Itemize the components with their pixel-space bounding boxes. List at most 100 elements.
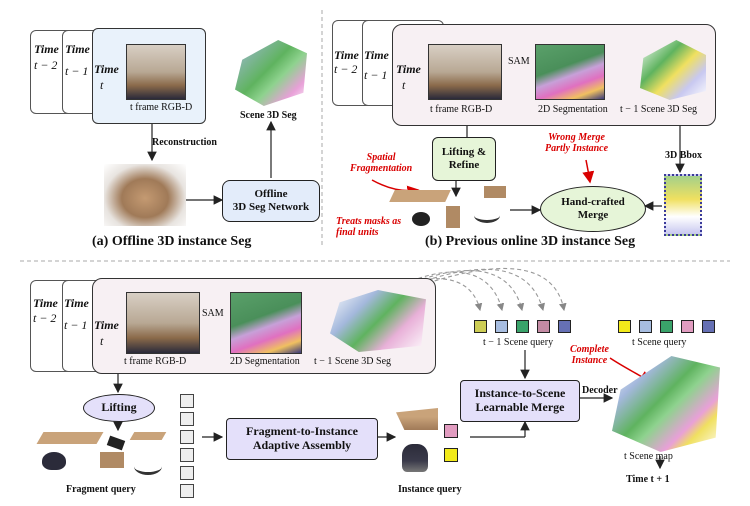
lifting-line1: Lifting & <box>441 146 487 159</box>
frame-label: t frame RGB-D <box>430 104 493 115</box>
complete-line2: Instance <box>571 355 608 366</box>
segmentation-2d <box>230 292 302 354</box>
scene-seg-label: t − 1 Scene 3D Seg <box>620 104 698 115</box>
decoder-label: Decoder <box>582 385 618 396</box>
rgbd-photo <box>126 44 186 100</box>
chair-base-fragment <box>134 458 162 475</box>
seg2d-label: 2D Segmentation <box>538 104 608 115</box>
seg2d-label: 2D Segmentation <box>230 356 300 367</box>
scene-query-token <box>639 320 652 333</box>
spatial-line1: Spatial <box>366 152 396 163</box>
frame-label: t frame RGB-D <box>130 102 193 113</box>
fragment-query-token <box>180 394 194 408</box>
desk-top-fragment <box>389 190 451 202</box>
scene-query-token <box>474 320 487 333</box>
time-label: Time <box>94 318 119 332</box>
scene-query-token <box>660 320 673 333</box>
scene-query-token <box>537 320 550 333</box>
scene-query-token <box>618 320 631 333</box>
treats-masks-note: Treats masks as final units <box>336 216 401 238</box>
wrong-merge-note: Wrong Merge Partly Instance <box>545 132 608 154</box>
t-label: t <box>402 78 406 92</box>
t-minus-2-label: t − 2 <box>334 62 358 76</box>
t-minus-1-label: t − 1 <box>364 68 388 82</box>
fragment-query-token <box>180 466 194 480</box>
merge-line2: Learnable Merge <box>475 400 565 414</box>
t-minus-1-label: t − 1 <box>65 64 89 78</box>
network-line2: 3D Seg Network <box>232 201 310 213</box>
scene-query-prev-label: t − 1 Scene query <box>483 337 554 348</box>
fragment-to-instance-box: Fragment-to-Instance Adaptive Assembly <box>226 418 378 460</box>
instance-query-label: Instance query <box>398 484 462 495</box>
scene-seg-label: t − 1 Scene 3D Seg <box>314 356 392 367</box>
drawer-fragment <box>484 186 506 198</box>
rgbd-photo <box>126 292 200 354</box>
time-next-label: Time t + 1 <box>626 474 670 485</box>
network-line1: Offline <box>254 188 288 201</box>
segmentation-2d <box>535 44 605 100</box>
lifting-line2: Refine <box>448 159 480 171</box>
t-label: t <box>100 334 104 348</box>
scene-map-label: t Scene map <box>624 451 673 462</box>
complete-instance-note: Complete Instance <box>570 344 609 366</box>
assembly-line1: Fragment-to-Instance <box>246 424 358 439</box>
merge-line1: Instance-to-Scene <box>474 386 566 401</box>
bbox-image <box>664 174 702 236</box>
time-label: Time <box>65 42 90 56</box>
instance-query-token <box>444 448 458 462</box>
scene-seg-image <box>330 290 426 352</box>
merge-line2: Merge <box>577 209 609 221</box>
t-minus-2-label: t − 2 <box>34 58 58 72</box>
wrong-line1: Wrong Merge <box>548 132 605 143</box>
scene-query-token <box>681 320 694 333</box>
t-minus-2-label: t − 2 <box>33 311 57 325</box>
drawer-fragment <box>100 452 124 468</box>
treats-line1: Treats masks as <box>336 216 402 227</box>
scene-query-label: t Scene query <box>632 337 687 348</box>
t-label: t <box>100 78 104 92</box>
caption-a: (a) Offline 3D instance Seg <box>92 234 252 249</box>
desk-side-fragment <box>446 206 460 228</box>
shelf-fragment <box>129 432 167 440</box>
chair-seat-fragment <box>412 212 430 226</box>
caption-b: (b) Previous online 3D instance Seg <box>425 234 636 249</box>
time-label: Time <box>396 62 421 76</box>
merge-line1: Hand-crafted <box>561 196 625 209</box>
reconstruction-label: Reconstruction <box>152 137 217 148</box>
instance-query-token <box>444 424 458 438</box>
spatial-line2: Fragmentation <box>350 163 413 174</box>
sam-label: SAM <box>202 308 224 319</box>
time-label: Time <box>94 62 119 76</box>
time-label: Time <box>34 42 59 56</box>
lifting-label: Lifting <box>101 400 137 415</box>
desk-instance <box>396 408 438 430</box>
fragment-query-token <box>180 484 194 498</box>
frame-label: t frame RGB-D <box>124 356 187 367</box>
desk-top-fragment <box>36 432 104 444</box>
fragment-query-token <box>180 448 194 462</box>
scene-seg-label: Scene 3D Seg <box>240 110 297 121</box>
time-label: Time <box>33 296 58 310</box>
offline-network-box: Offline 3D Seg Network <box>222 180 320 222</box>
treats-line2: final units <box>336 227 379 238</box>
chair-base-fragment <box>474 208 500 223</box>
fragment-query-token <box>180 430 194 444</box>
assembly-line2: Adaptive Assembly <box>252 438 352 452</box>
time-label: Time <box>364 48 389 62</box>
bbox-label: 3D Bbox <box>665 150 702 161</box>
scene-query-token <box>702 320 715 333</box>
lifting-ellipse: Lifting <box>83 394 155 422</box>
wrong-line2: Partly Instance <box>545 143 609 154</box>
t-minus-1-label: t − 1 <box>64 318 88 332</box>
fragment-query-token <box>180 412 194 426</box>
scene-query-token <box>558 320 571 333</box>
handcrafted-merge-ellipse: Hand-crafted Merge <box>540 186 646 232</box>
sam-label: SAM <box>508 56 530 67</box>
instance-to-scene-box: Instance-to-Scene Learnable Merge <box>460 380 580 422</box>
lifting-refine-box: Lifting & Refine <box>432 137 496 181</box>
chair-seat-fragment <box>42 452 66 470</box>
scene-query-token <box>495 320 508 333</box>
chair-instance <box>402 444 428 472</box>
scene-query-token <box>516 320 529 333</box>
time-label: Time <box>334 48 359 62</box>
